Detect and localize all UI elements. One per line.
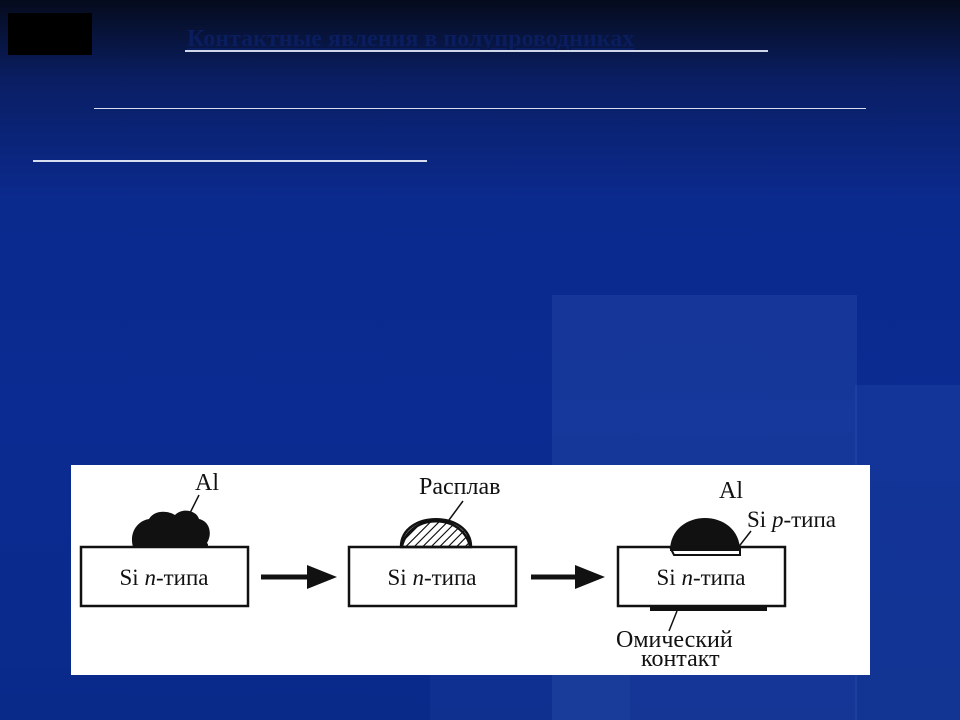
al-label-3: Al	[719, 478, 743, 504]
step-3: Al Si p-типа Si n-типа Омический контакт	[616, 478, 836, 672]
substrate-label-2: Si n-типа	[388, 565, 477, 590]
melt-dome-top	[399, 518, 473, 549]
contact-pointer-line	[668, 610, 678, 632]
contact-label-line2: контакт	[641, 646, 720, 672]
al-pointer-line	[188, 494, 200, 516]
si-substrate-2	[347, 545, 518, 608]
al-label: Al	[195, 470, 219, 496]
arrow-2	[531, 565, 605, 589]
melt-label: Расплав	[419, 474, 500, 500]
divider-line-1	[94, 108, 866, 109]
step-2: Расплав Si n-типа	[347, 474, 518, 608]
contact-label-line1: Омический	[616, 627, 733, 653]
p-layer-label: Si p-типа	[747, 507, 836, 532]
substrate-label-1: Si n-типа	[120, 565, 209, 590]
slide-title: Контактные явления в полупроводниках	[187, 26, 635, 52]
substrate-label-3: Si n-типа	[657, 565, 746, 590]
ohmic-contact	[650, 606, 767, 611]
title-underline	[185, 50, 768, 52]
background-shape-2	[855, 385, 960, 720]
step-1: Al Si n-типа	[79, 470, 250, 608]
aluminum-lump	[131, 510, 210, 548]
arrow-1	[261, 565, 337, 589]
si-substrate-1	[79, 545, 250, 608]
corner-block	[8, 13, 92, 55]
aluminum-dome	[670, 518, 740, 551]
divider-line-2	[33, 160, 427, 162]
process-diagram: Al Si n-типа Расплав Si n-типа	[71, 465, 870, 675]
melt-pointer-line	[448, 500, 464, 521]
p-layer-pointer-line	[736, 530, 752, 550]
